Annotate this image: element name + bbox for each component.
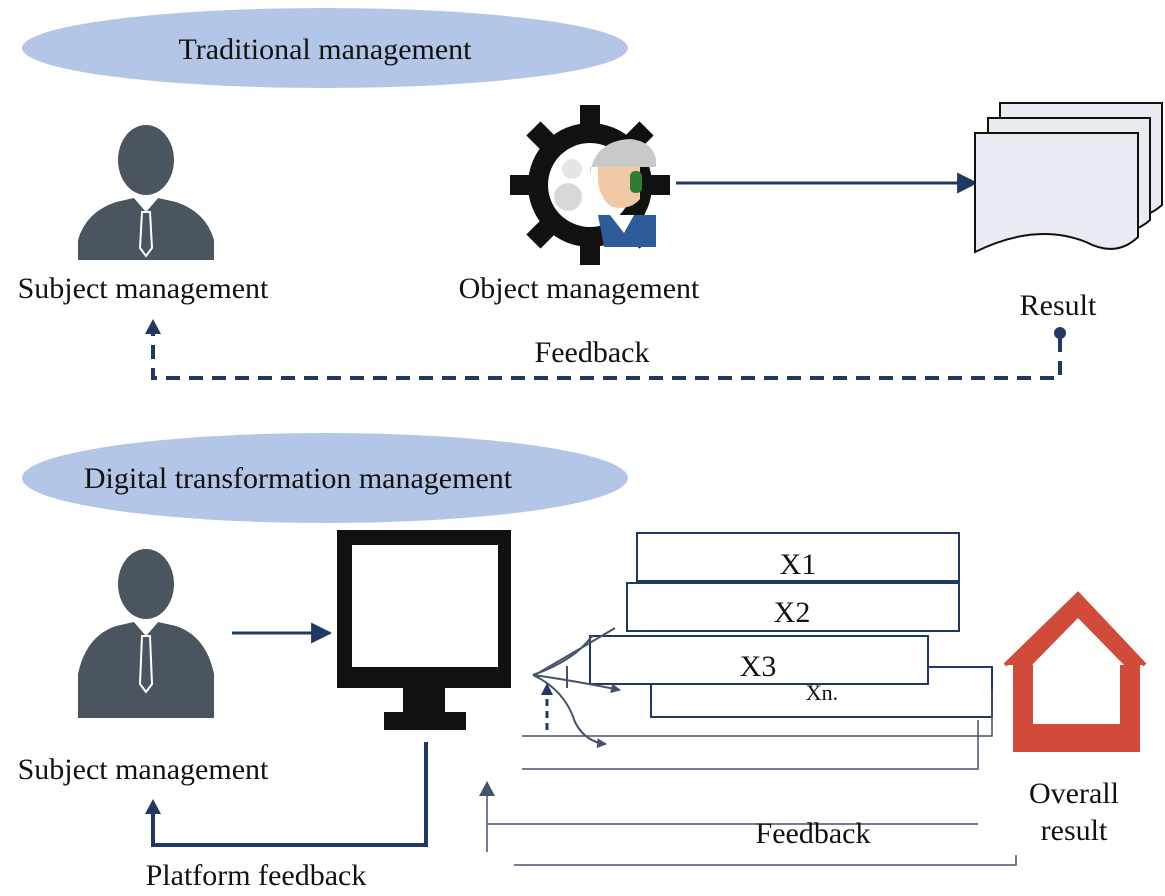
overall-result-label-line1: Overall [1029, 777, 1119, 810]
box-x2 [626, 582, 960, 632]
platform-feedback-label: Platform feedback [146, 859, 367, 892]
gear-worker-icon [510, 105, 670, 265]
box-x1 [636, 532, 960, 582]
house-icon [1003, 591, 1147, 752]
digital-title-pill [22, 433, 628, 523]
computer-monitor-icon [337, 530, 511, 730]
box-x1-label: X1 [780, 548, 817, 581]
traditional-title-pill [22, 8, 628, 88]
traditional-title: Traditional management [179, 33, 473, 66]
overall-feedback-arrowhead [479, 781, 495, 796]
traditional-object-label: Object management [459, 272, 700, 305]
traditional-result-label: Result [1020, 289, 1097, 322]
traditional-feedback-label: Feedback [535, 336, 650, 369]
digital-section: Digital transformation management Subjec… [18, 433, 1147, 892]
digital-title: Digital transformation management [84, 462, 513, 495]
x-boxes: Xn. X3 X2 X1 [589, 532, 993, 718]
digital-feedback-label: Feedback [756, 817, 871, 850]
documents-stack-icon [974, 102, 1163, 254]
traditional-subject-label: Subject management [18, 272, 269, 305]
box-x3 [589, 635, 929, 685]
person-icon [78, 125, 214, 260]
branch-connectors [532, 627, 621, 749]
small-dashed-up-arrow [541, 683, 553, 730]
overall-feedback-lines [486, 690, 1017, 866]
digital-subject-label: Subject management [18, 753, 269, 786]
box-x3-label: X3 [740, 650, 777, 683]
traditional-section: Traditional management Subject managemen… [18, 8, 1163, 380]
box-x2-label: X2 [774, 596, 811, 629]
traditional-feedback-loop [145, 319, 1066, 380]
person-icon [78, 549, 214, 718]
platform-feedback-loop [151, 742, 428, 847]
overall-result-label-line2: result [1041, 814, 1108, 847]
